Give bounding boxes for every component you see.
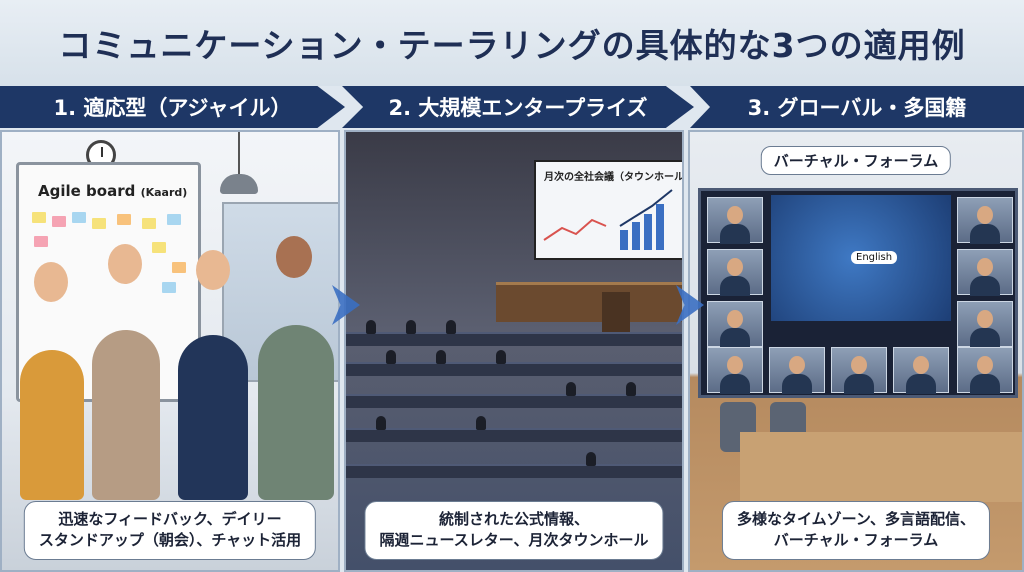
video-tile xyxy=(957,301,1013,348)
sticky-note xyxy=(32,212,46,223)
podium xyxy=(602,292,630,332)
team-member-head xyxy=(196,250,230,290)
lamp-cord xyxy=(238,132,240,176)
section-heading-enterprise: 2. 大規模エンタープライズ xyxy=(342,86,694,128)
team-member-head xyxy=(276,236,312,278)
video-tile xyxy=(707,197,763,244)
audience-member xyxy=(386,350,396,364)
caption-agile: 迅速なフィードバック、デイリー スタンドアップ（朝会）、チャット活用 xyxy=(23,500,317,560)
seat-row xyxy=(346,428,682,442)
video-tile xyxy=(957,347,1013,394)
stage xyxy=(496,282,682,322)
page-title: コミュニケーション・テーラリングの具体的な3つの適用例 xyxy=(0,0,1024,86)
board-label-sub: (Kaard) xyxy=(140,186,188,199)
video-tile xyxy=(957,249,1013,296)
audience-member xyxy=(496,350,506,364)
sticky-note xyxy=(117,214,131,225)
virtual-forum-label: バーチャル・フォーラム xyxy=(760,146,952,175)
section-heading-global: 3. グローバル・多国籍 xyxy=(690,86,1024,128)
sticky-note xyxy=(34,236,48,247)
caption-line: 隔週ニュースレター、月次タウンホール xyxy=(379,531,649,550)
seat-row xyxy=(346,464,682,478)
sticky-note xyxy=(142,218,156,229)
video-tile xyxy=(957,197,1013,244)
speech-bubble: English xyxy=(851,251,898,264)
caption-line: 多様なタイムゾーン、多言語配信、 xyxy=(736,509,976,528)
caption-line: スタンドアップ（朝会）、チャット活用 xyxy=(38,531,302,550)
sticky-note xyxy=(152,242,166,253)
sticky-note xyxy=(92,218,106,229)
seat-row xyxy=(346,362,682,376)
video-tile xyxy=(769,347,825,394)
video-tile xyxy=(707,249,763,296)
audience-member xyxy=(366,320,376,334)
audience-member xyxy=(476,416,486,430)
video-tile xyxy=(893,347,949,394)
team-member xyxy=(92,330,160,500)
presentation-screen: 月次の全社会議（タウンホール） xyxy=(534,160,684,260)
caption-line: バーチャル・フォーラム xyxy=(773,531,939,550)
sticky-note xyxy=(52,216,66,227)
sticky-note xyxy=(162,282,176,293)
sticky-note xyxy=(72,212,86,223)
video-conference-wall: English xyxy=(698,188,1018,398)
screen-title: 月次の全社会議（タウンホール） xyxy=(544,172,684,183)
team-member xyxy=(258,325,334,500)
video-tile xyxy=(707,301,763,348)
audience-member xyxy=(446,320,456,334)
audience-member xyxy=(406,320,416,334)
conference-desk xyxy=(740,432,1022,502)
section-heading-agile: 1. 適応型（アジャイル） xyxy=(0,86,345,128)
board-label-text: Agile board xyxy=(38,182,136,200)
panel-global: English バーチャル・フォーラム 多様なタイムゾーン、多言語配信、 バーチ… xyxy=(688,130,1024,572)
caption-line: 統制された公式情報、 xyxy=(438,509,590,528)
sticky-note xyxy=(167,214,181,225)
seat-row xyxy=(346,394,682,408)
growth-chart-icon xyxy=(543,189,673,250)
audience-member xyxy=(376,416,386,430)
team-member-head xyxy=(34,262,68,302)
team-member-head xyxy=(108,244,142,284)
caption-enterprise: 統制された公式情報、 隔週ニュースレター、月次タウンホール xyxy=(364,500,664,560)
panel-agile: Agile board (Kaard) 迅速なフィードバック、デイリー スタンド… xyxy=(0,130,340,572)
sticky-note xyxy=(172,262,186,273)
pendant-lamp-icon xyxy=(220,174,258,194)
panel-enterprise: 月次の全社会議（タウンホール） 統制された公式情報、 隔週ニュースレター、月次タ… xyxy=(344,130,684,572)
caption-line: 迅速なフィードバック、デイリー xyxy=(58,509,282,528)
team-member xyxy=(20,350,84,500)
team-member xyxy=(178,335,248,500)
audience-member xyxy=(436,350,446,364)
agile-board-label: Agile board (Kaard) xyxy=(38,182,187,200)
caption-global: 多様なタイムゾーン、多言語配信、 バーチャル・フォーラム xyxy=(721,500,991,560)
video-tile xyxy=(707,347,763,394)
audience-member xyxy=(586,452,596,466)
audience-member xyxy=(566,382,576,396)
seat-row xyxy=(346,332,682,346)
video-tile xyxy=(831,347,887,394)
audience-member xyxy=(626,382,636,396)
